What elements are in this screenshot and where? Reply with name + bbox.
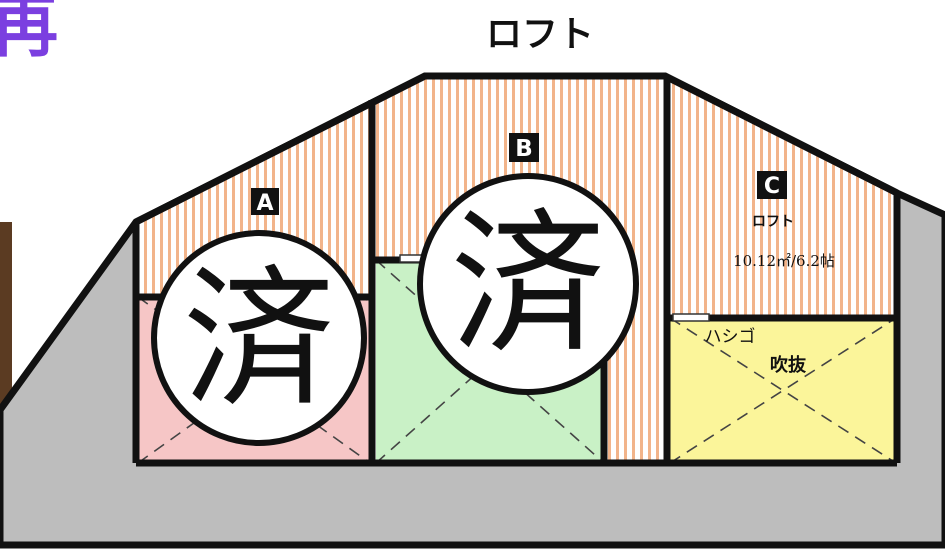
room-c-label-box — [757, 171, 787, 199]
corner-title-fragment: 再 — [0, 0, 58, 67]
page-title: ロフト — [486, 14, 594, 55]
room-b-sold-seal: 済 — [417, 173, 639, 395]
ladder-mark-c — [672, 313, 710, 322]
void-label: 吹抜 — [770, 354, 807, 376]
room-b-label: B — [515, 136, 533, 162]
room-a-label: A — [256, 191, 273, 216]
room-b-status: 済 — [451, 194, 606, 375]
room-a-label-box — [251, 188, 279, 215]
ladder-mark-b — [399, 254, 423, 263]
photo-edge — [0, 222, 12, 418]
room-b-label-box — [509, 133, 539, 162]
room-c-type: ロフト — [752, 214, 794, 230]
room-c-label: C — [764, 174, 780, 199]
room-a-sold-seal: 済 — [151, 230, 367, 446]
room-a-status: 済 — [183, 251, 335, 428]
ladder-label: ハシゴ — [705, 326, 756, 347]
room-c-area: 10.12㎡/6.2帖 — [733, 252, 835, 270]
